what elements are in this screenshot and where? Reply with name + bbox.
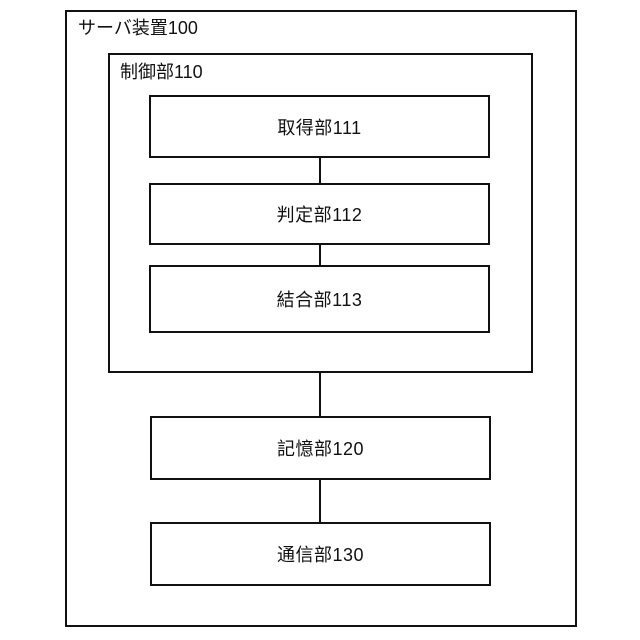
determination-unit-block: 判定部112 [149,183,490,245]
communication-unit-block: 通信部130 [150,522,491,586]
acquisition-unit-block: 取得部111 [149,95,490,158]
connector-acquisition-to-determination [319,158,321,183]
control-unit-label: 制御部110 [120,62,203,82]
storage-unit-block: 記憶部120 [150,416,491,480]
server-device-label: サーバ装置100 [78,18,198,38]
connector-control-to-storage [319,373,321,416]
connector-storage-to-communication [319,480,321,522]
connector-determination-to-combining [319,245,321,265]
combining-unit-block: 結合部113 [149,265,490,333]
